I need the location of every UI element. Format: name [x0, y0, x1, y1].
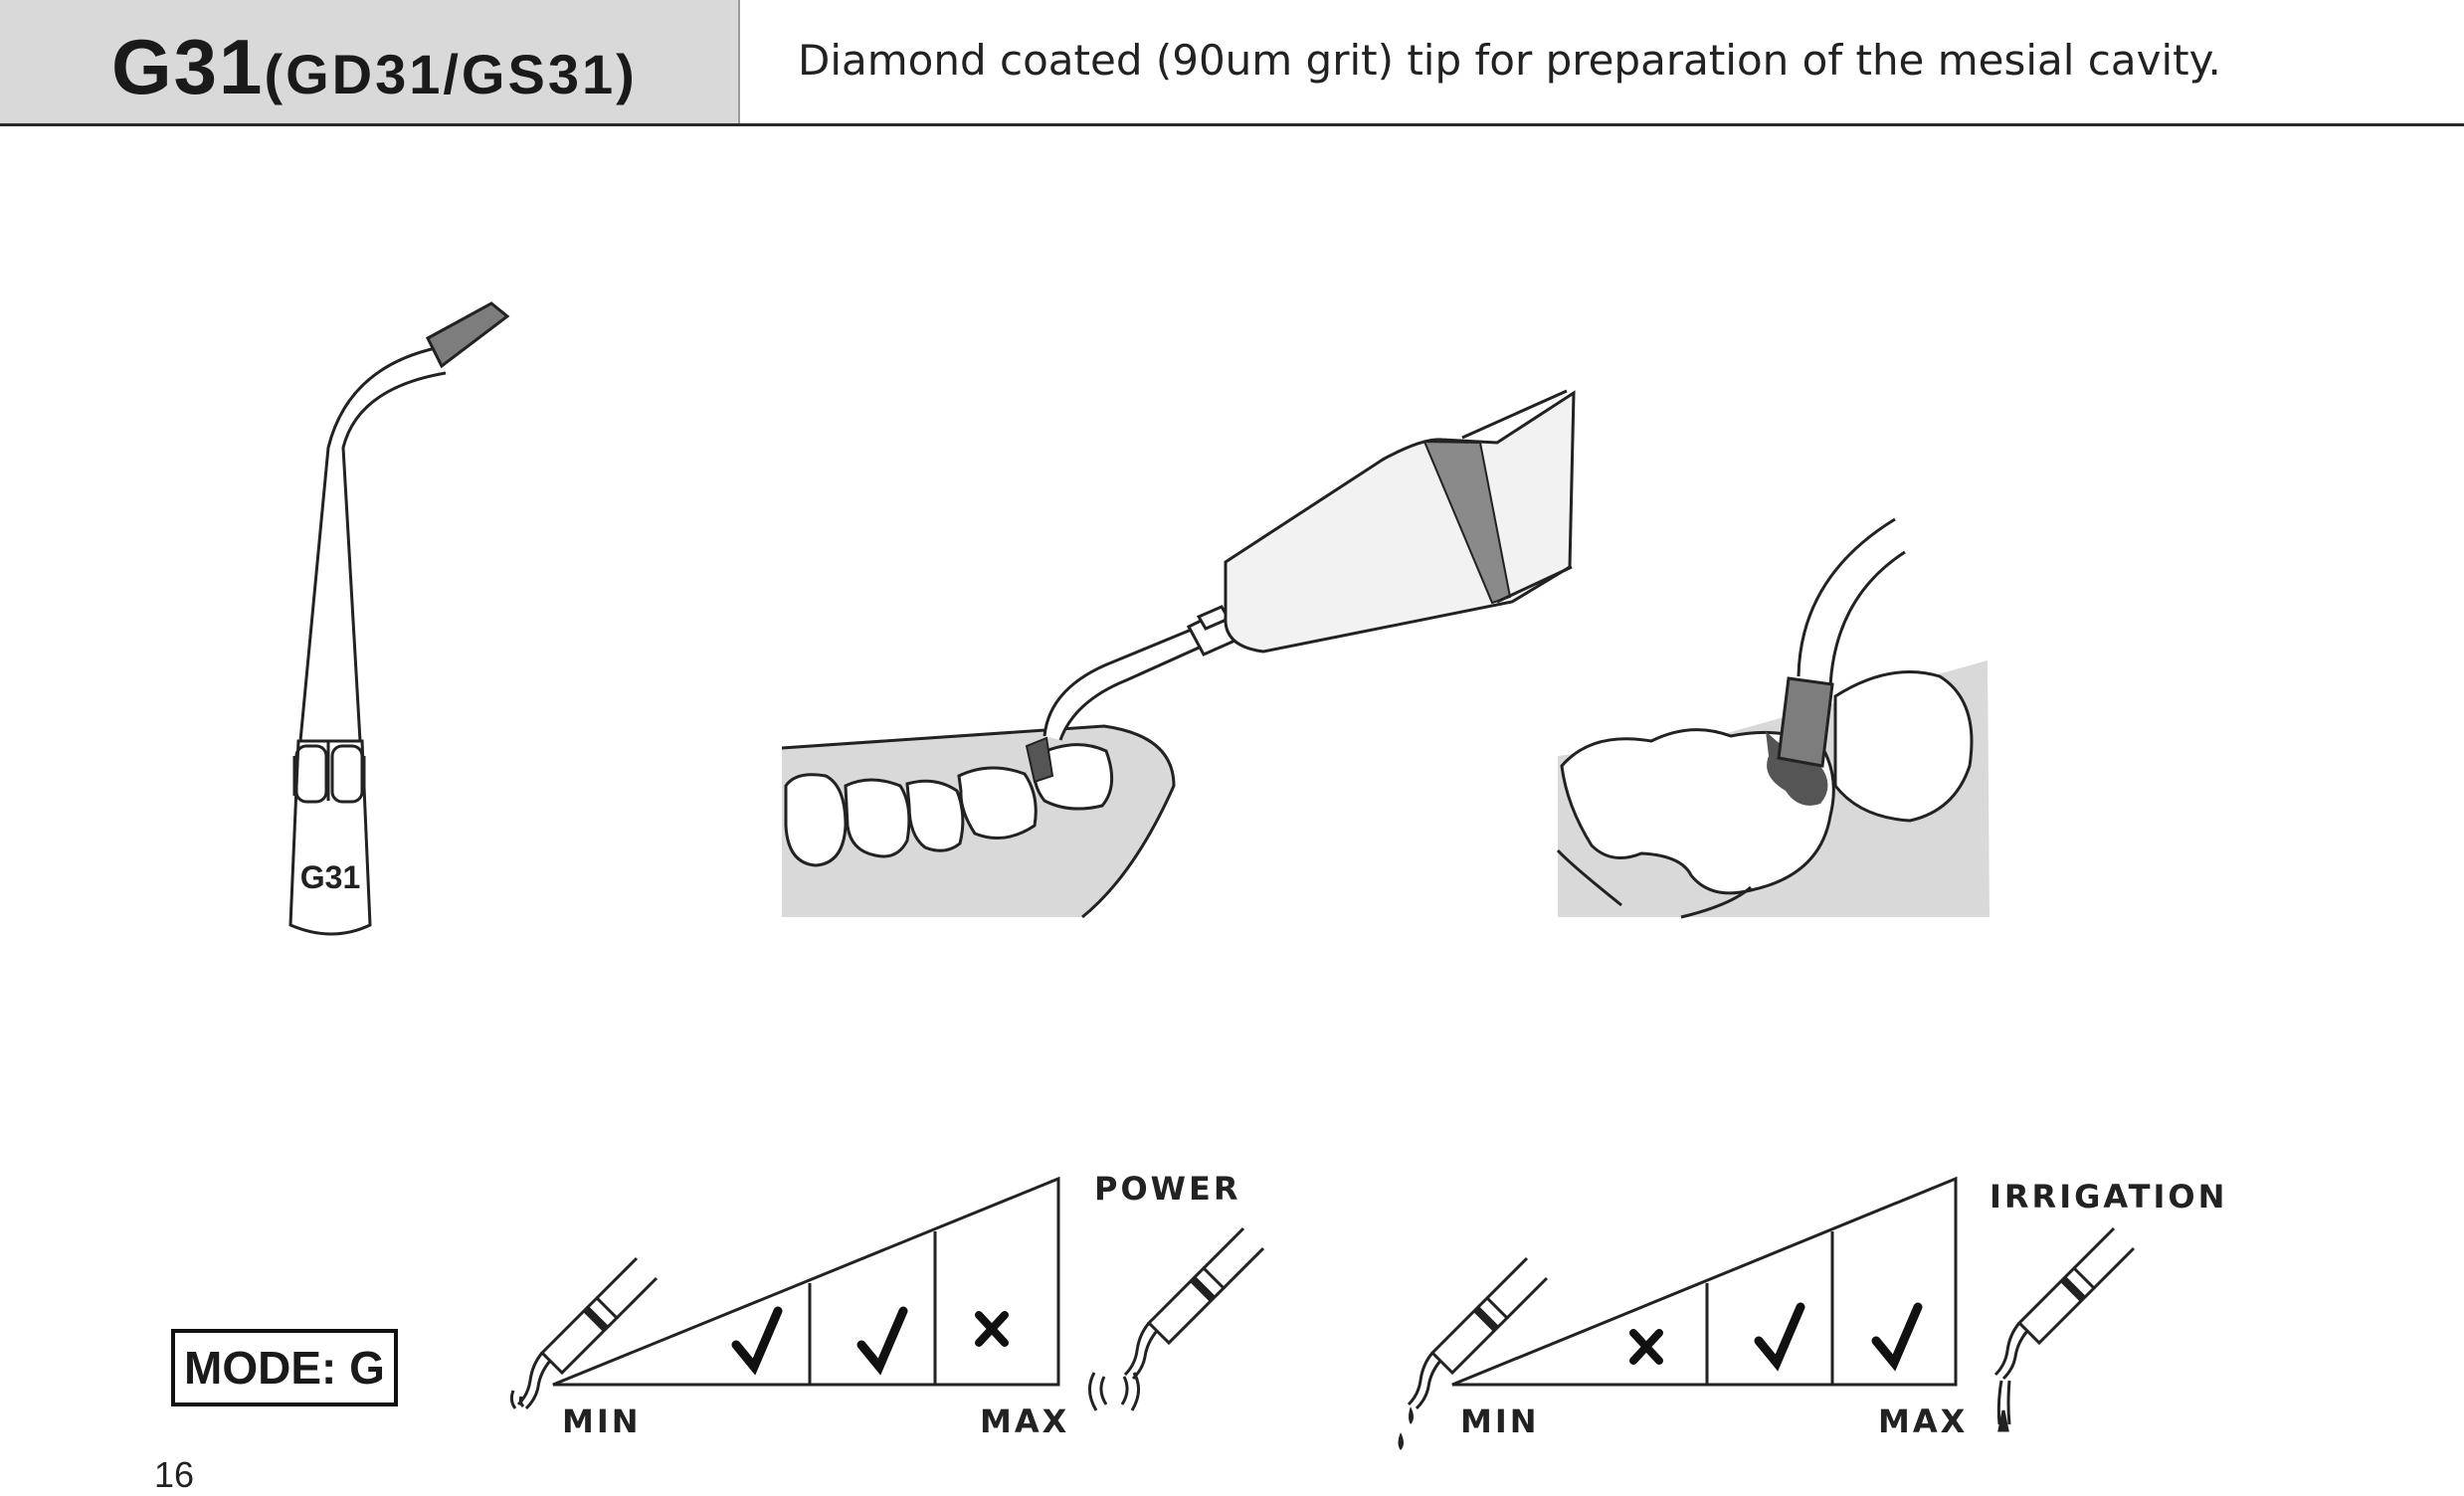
page-number: 16 [154, 1454, 195, 1495]
irrigation-min-label: MIN [1460, 1402, 1540, 1440]
handpiece-on-teeth [781, 389, 1576, 919]
tip-engraved-label: G31 [300, 859, 360, 895]
vibration-icon [509, 1390, 525, 1409]
model-code: G31 [111, 23, 265, 110]
irrigation-max-label: MAX [1878, 1402, 1969, 1440]
power-title: POWER [1094, 1170, 1241, 1208]
tooth-closeup [1556, 517, 1990, 919]
check-icon [731, 1306, 783, 1376]
tip-drawing: G31 [288, 301, 510, 936]
power-min-label: MIN [562, 1402, 642, 1440]
handpiece-icon [1125, 1228, 1263, 1379]
mode-badge: MODE: G [171, 1329, 398, 1406]
tip-description: Diamond coated (90um grit) tip for prepa… [798, 36, 2221, 85]
irrigation-title: IRRIGATION [1990, 1178, 2228, 1216]
check-icon [1871, 1302, 1923, 1372]
model-variants: (GD31/GS31) [264, 43, 638, 105]
cross-icon [1629, 1329, 1663, 1365]
model-title: G31(GD31/GS31) [111, 22, 638, 119]
water-drop-icon [1996, 1380, 2011, 1432]
vibration-icon [1088, 1372, 1140, 1411]
header-divider [0, 123, 2464, 126]
cross-icon [975, 1311, 1009, 1347]
header-title-box [0, 0, 740, 124]
power-max-label: MAX [980, 1402, 1070, 1440]
check-icon [856, 1306, 908, 1376]
irrigation-scale [1398, 1176, 2135, 1450]
handpiece-icon [1995, 1228, 2134, 1379]
water-drop-icon [1398, 1406, 1414, 1450]
power-scale [509, 1176, 1263, 1411]
check-icon [1754, 1302, 1805, 1372]
